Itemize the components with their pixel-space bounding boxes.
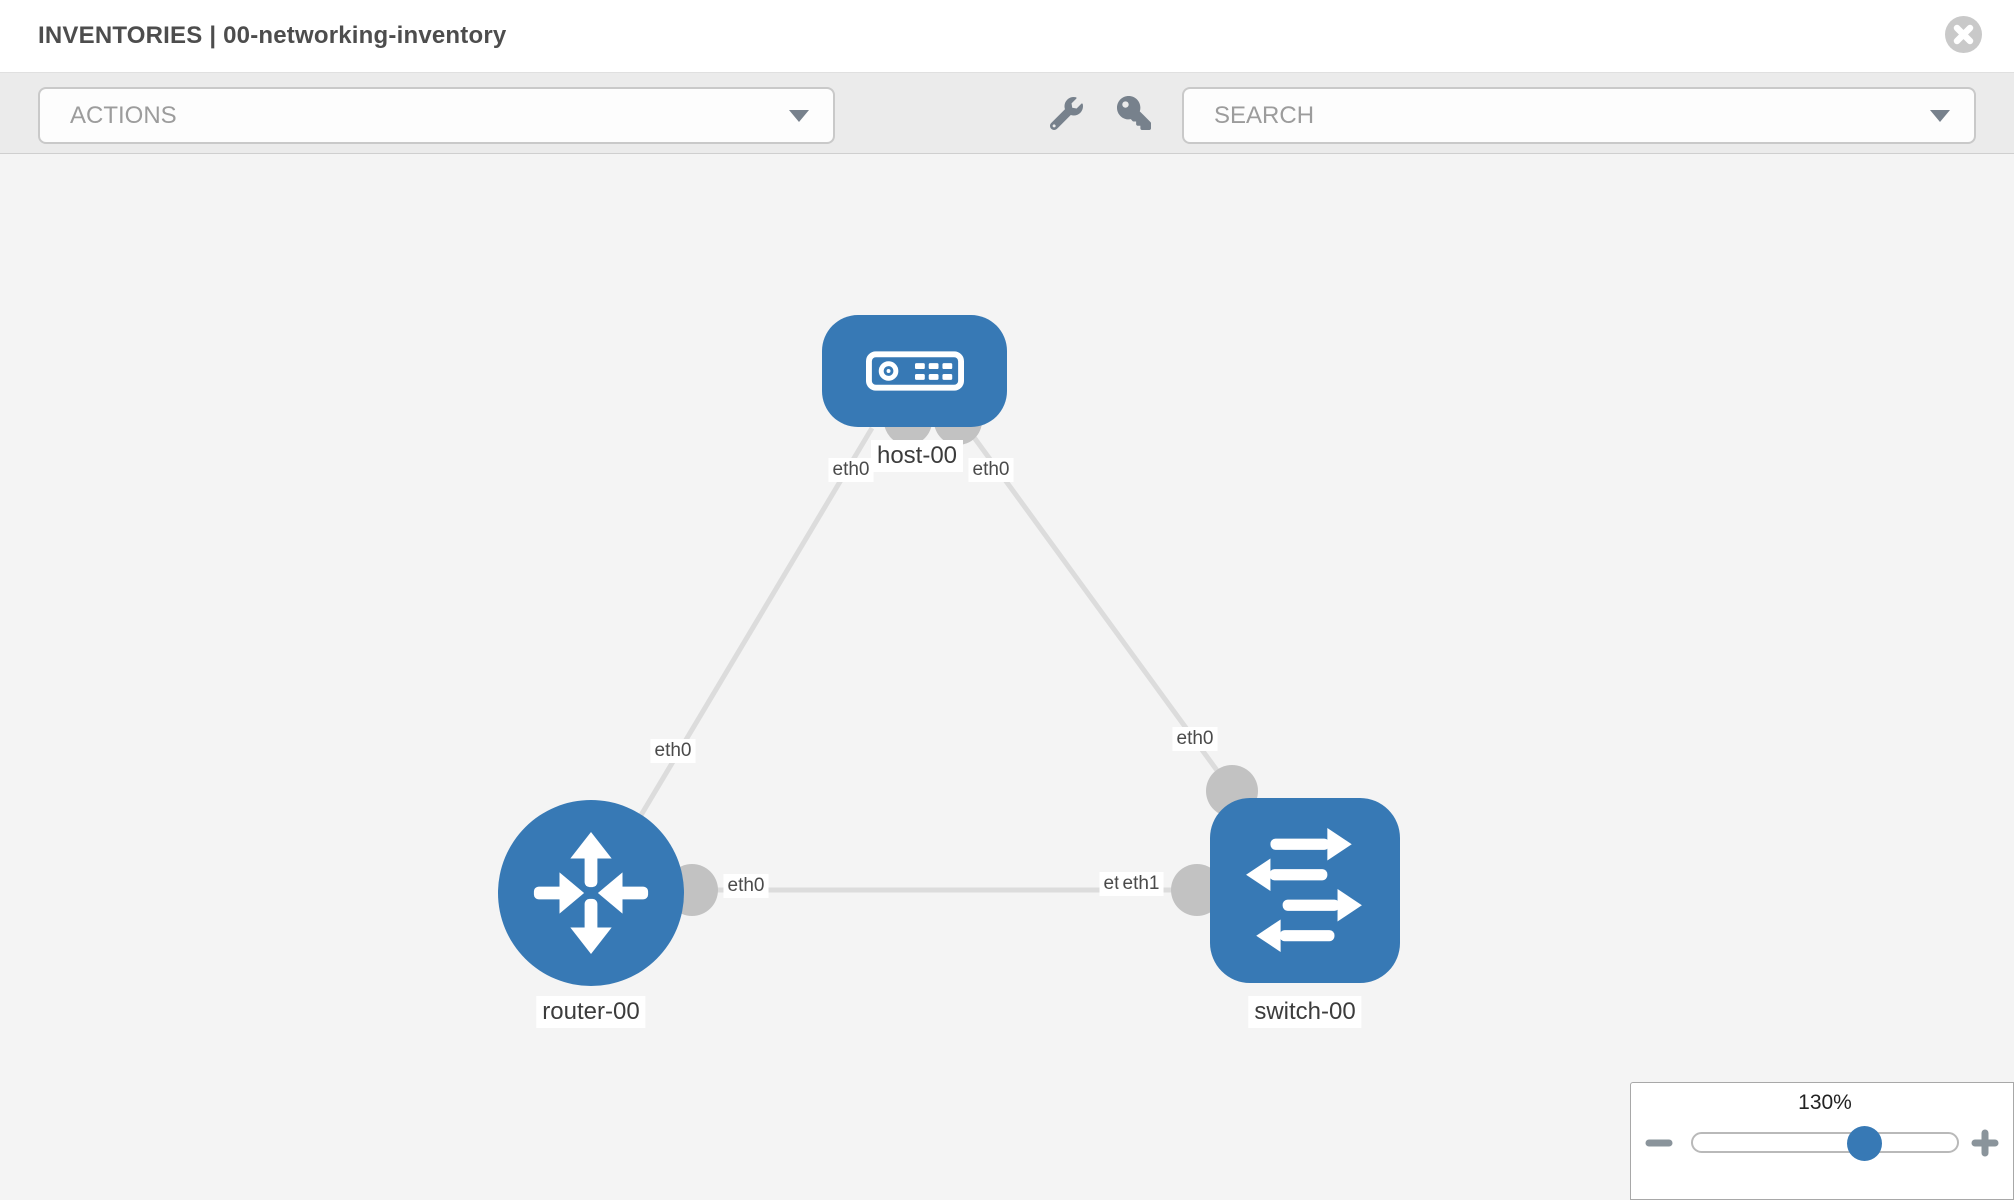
toolbar: ACTIONS SEARCH	[0, 72, 2014, 154]
iface-label-router-to-switch: eth0	[723, 874, 769, 898]
chevron-down-icon	[789, 109, 809, 122]
search-input[interactable]: SEARCH	[1182, 87, 1976, 144]
node-label-host: host-00	[870, 440, 964, 472]
zoom-in-button[interactable]	[1971, 1129, 1999, 1157]
page-title: INVENTORIES | 00-networking-inventory	[38, 22, 507, 49]
router-icon	[528, 830, 654, 956]
switch-icon	[1244, 827, 1366, 954]
tools-button[interactable]	[1048, 95, 1084, 131]
iface-label-host-to-switch: eth0	[968, 458, 1014, 482]
zoom-out-button[interactable]	[1645, 1129, 1673, 1157]
search-placeholder: SEARCH	[1214, 101, 1315, 129]
actions-dropdown[interactable]: ACTIONS	[38, 87, 835, 144]
minus-icon	[1645, 1129, 1673, 1157]
iface-label-switch-to-router: eth1	[1118, 872, 1164, 896]
zoom-slider-track[interactable]	[1691, 1132, 1959, 1153]
header: INVENTORIES | 00-networking-inventory	[0, 0, 2014, 72]
topology-links	[591, 397, 1258, 916]
close-button[interactable]	[1945, 16, 1982, 53]
host-icon	[865, 351, 964, 391]
topology-canvas[interactable]: host-00 router-00 switch-00 eth0 eth0 et…	[0, 154, 2014, 1200]
node-host-00[interactable]	[822, 315, 1007, 427]
node-router-00[interactable]	[498, 800, 684, 986]
node-label-router: router-00	[536, 996, 646, 1028]
wrench-icon	[1049, 96, 1083, 130]
zoom-level-value: 130%	[1798, 1091, 1852, 1114]
node-label-switch: switch-00	[1248, 996, 1362, 1028]
chevron-down-icon	[1930, 109, 1950, 122]
close-icon	[1945, 16, 1982, 53]
node-switch-00[interactable]	[1210, 798, 1400, 983]
iface-label-switch-to-host: eth0	[1172, 727, 1218, 751]
plus-icon	[1971, 1129, 1999, 1157]
key-icon	[1117, 96, 1151, 130]
zoom-slider-thumb[interactable]	[1847, 1126, 1882, 1161]
actions-dropdown-label: ACTIONS	[70, 101, 177, 129]
iface-label-host-to-router: eth0	[828, 458, 874, 482]
iface-label-router-to-host: eth0	[650, 739, 696, 763]
zoom-panel: 130%	[1630, 1082, 2014, 1200]
key-button[interactable]	[1116, 95, 1152, 131]
